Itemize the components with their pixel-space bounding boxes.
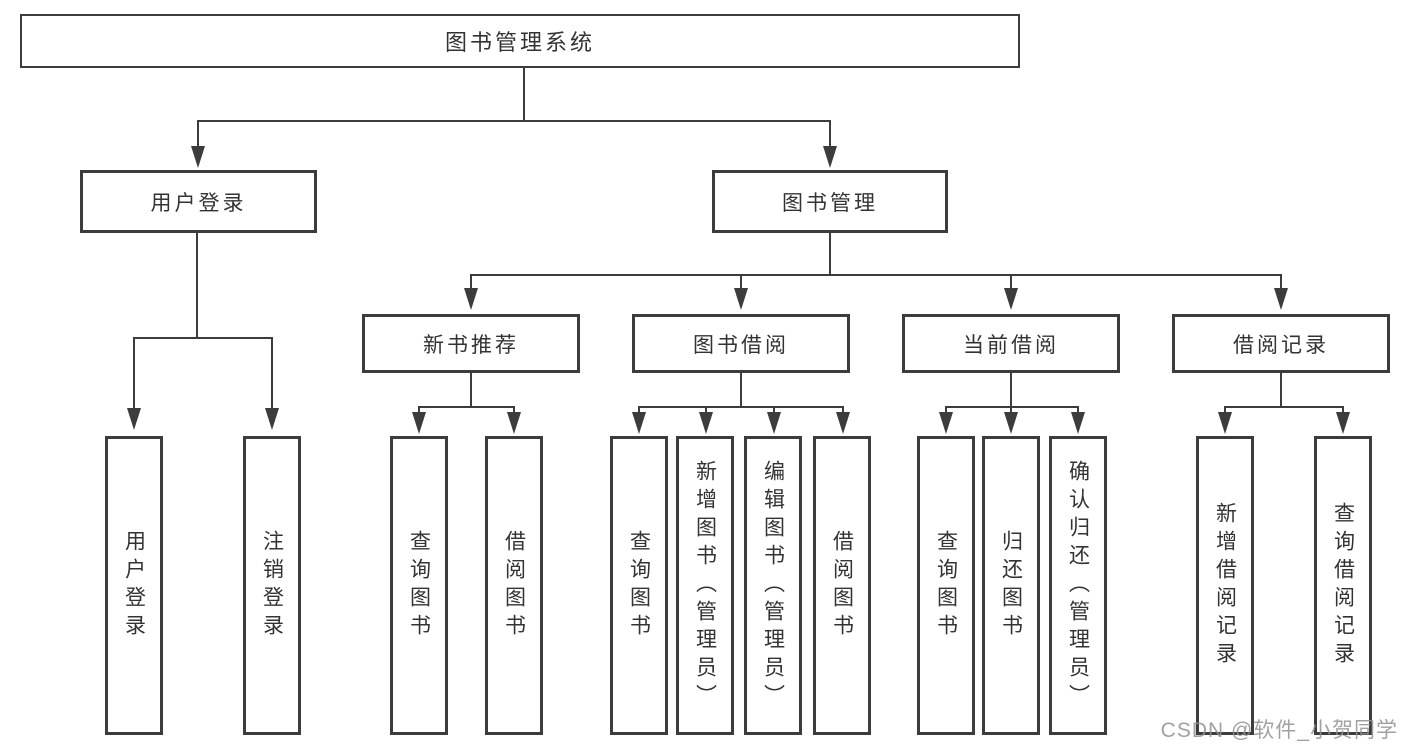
arrowhead-down-icon [412,412,426,434]
leaf-borrow-books-recommend-label: 借阅图书 [502,529,526,642]
connector-vline [638,406,640,415]
leaf-add-borrow-record-label: 新增借阅记录 [1213,501,1237,670]
leaf-borrow-books: 借阅图书 [813,436,871,735]
connector-hline [418,406,515,408]
leaf-query-books-borrow-label: 查询图书 [627,529,651,642]
arrowhead-down-icon [464,288,478,310]
leaf-query-books-current: 查询图书 [917,436,975,735]
connector-vline [1010,406,1012,415]
connector-hline [1224,406,1344,408]
leaf-add-borrow-record: 新增借阅记录 [1196,436,1254,735]
arrowhead-down-icon [836,412,850,434]
leaf-query-books-recommend: 查询图书 [390,436,448,735]
node-book-management: 图书管理 [712,170,948,233]
node-root-label: 图书管理系统 [444,30,595,55]
leaf-edit-books-admin: 编辑图书（管理员） [744,436,802,735]
arrowhead-down-icon [1004,412,1018,434]
connector-vline [470,373,472,406]
arrowhead-down-icon [1274,288,1288,310]
arrowhead-down-icon [699,412,713,434]
connector-vline [945,406,947,415]
arrowhead-down-icon [734,288,748,310]
node-book-management-label: 图书管理 [782,191,878,215]
arrowhead-down-icon [632,412,646,434]
connector-vline [1342,406,1344,415]
arrowhead-down-icon [939,412,953,434]
leaf-confirm-return-admin-label: 确认归还（管理员） [1066,459,1090,712]
arrowhead-down-icon [823,146,837,168]
leaf-edit-books-admin-label: 编辑图书（管理员） [761,459,785,712]
node-borrow-record: 借阅记录 [1172,314,1390,373]
connector-hline [470,274,1282,276]
connector-vline [513,406,515,415]
connector-vline [1010,274,1012,290]
leaf-confirm-return-admin: 确认归还（管理员） [1049,436,1107,735]
connector-vline [1224,406,1226,415]
arrowhead-down-icon [127,408,141,430]
connector-vline [196,233,198,337]
connector-vline [133,337,135,410]
connector-hline [638,406,844,408]
leaf-add-books-admin: 新增图书（管理员） [676,436,734,735]
leaf-logout-label: 注销登录 [260,529,284,642]
arrowhead-down-icon [1071,412,1085,434]
node-root: 图书管理系统 [20,14,1020,68]
connector-vline [470,274,472,290]
node-user-login-label: 用户登录 [150,191,247,215]
arrowhead-down-icon [767,412,781,434]
connector-hline [197,120,831,122]
connector-vline [1280,373,1282,406]
connector-vline [842,406,844,415]
node-book-borrow: 图书借阅 [632,314,850,373]
leaf-query-books-recommend-label: 查询图书 [407,529,431,642]
connector-vline [829,233,831,274]
csdn-watermark: CSDN @软件_小贺同学 [1160,719,1398,742]
connector-vline [197,120,199,148]
leaf-query-books-borrow: 查询图书 [610,436,668,735]
node-book-borrow-label: 图书借阅 [693,333,789,357]
leaf-return-books-label: 归还图书 [999,529,1023,642]
node-new-book-recommend-label: 新书推荐 [423,333,519,357]
node-user-login: 用户登录 [80,170,317,233]
connector-vline [773,406,775,415]
arrowhead-down-icon [1218,412,1232,434]
connector-vline [705,406,707,415]
connector-vline [1280,274,1282,290]
connector-hline [133,337,273,339]
leaf-query-borrow-record-label: 查询借阅记录 [1331,501,1355,670]
arrowhead-down-icon [507,412,521,434]
connector-hline [945,406,1079,408]
arrowhead-down-icon [1004,288,1018,310]
node-current-borrow: 当前借阅 [902,314,1120,373]
connector-vline [740,274,742,290]
leaf-add-books-admin-label: 新增图书（管理员） [693,459,717,712]
leaf-user-login: 用户登录 [105,436,163,735]
leaf-query-books-current-label: 查询图书 [934,529,958,642]
connector-vline [1077,406,1079,415]
leaf-logout: 注销登录 [243,436,301,735]
leaf-borrow-books-label: 借阅图书 [830,529,854,642]
connector-vline [1010,373,1012,406]
leaf-borrow-books-recommend: 借阅图书 [485,436,543,735]
arrowhead-down-icon [265,408,279,430]
connector-vline [271,337,273,410]
arrowhead-down-icon [1336,412,1350,434]
connector-vline [523,68,525,120]
arrowhead-down-icon [191,146,205,168]
node-current-borrow-label: 当前借阅 [963,333,1059,357]
connector-vline [418,406,420,415]
leaf-query-borrow-record: 查询借阅记录 [1314,436,1372,735]
node-new-book-recommend: 新书推荐 [362,314,580,373]
leaf-return-books: 归还图书 [982,436,1040,735]
leaf-user-login-label: 用户登录 [122,529,146,642]
connector-vline [829,120,831,148]
connector-vline [740,373,742,406]
node-borrow-record-label: 借阅记录 [1233,333,1329,357]
